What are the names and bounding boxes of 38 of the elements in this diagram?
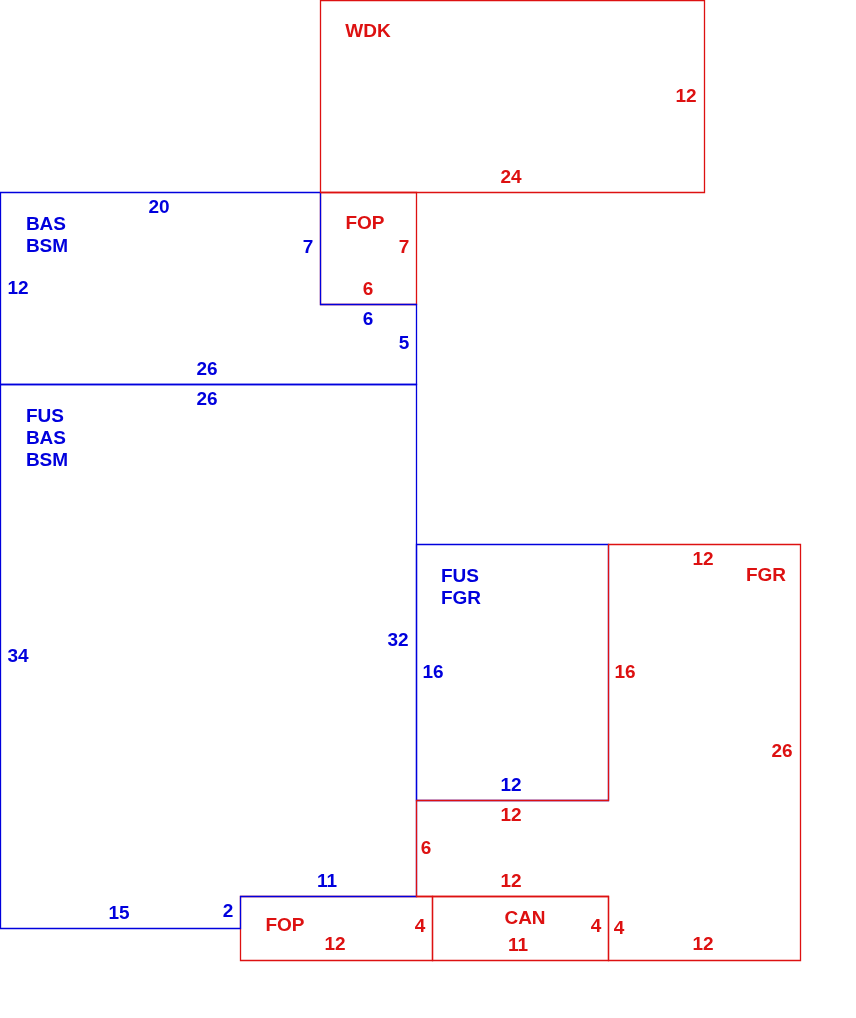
dimension-label: 12 bbox=[692, 933, 714, 955]
dimension-label: 15 bbox=[108, 902, 130, 924]
dimension-label: 4 bbox=[414, 915, 426, 937]
dimension-label: 20 bbox=[148, 196, 170, 218]
dimension-label: 12 bbox=[500, 774, 522, 796]
dimension-label: 7 bbox=[398, 236, 410, 258]
room-label: FUS FGR bbox=[440, 565, 482, 609]
dimension-label: 6 bbox=[420, 837, 432, 859]
dimension-label: 12 bbox=[7, 277, 29, 299]
room-label: FOP bbox=[345, 212, 385, 234]
dimension-label: 6 bbox=[362, 308, 374, 330]
dimension-label: 12 bbox=[675, 85, 697, 107]
dimension-label: 12 bbox=[500, 804, 522, 826]
room-label: WDK bbox=[345, 20, 391, 42]
dimension-label: 12 bbox=[500, 870, 522, 892]
dimension-label: 11 bbox=[316, 870, 338, 892]
dimension-label: 34 bbox=[7, 645, 29, 667]
dimension-label: 12 bbox=[324, 933, 346, 955]
dimension-label: 2 bbox=[222, 900, 234, 922]
room-label: FUS BAS BSM bbox=[25, 405, 69, 471]
dimension-label: 4 bbox=[590, 915, 602, 937]
dimension-label: 7 bbox=[302, 236, 314, 258]
dimension-label: 16 bbox=[614, 661, 636, 683]
room-label: FGR bbox=[745, 564, 787, 586]
dimension-label: 11 bbox=[507, 934, 529, 956]
dimension-label: 12 bbox=[692, 548, 714, 570]
dimension-label: 5 bbox=[398, 332, 410, 354]
dimension-label: 24 bbox=[500, 166, 522, 188]
dimension-label: 26 bbox=[196, 358, 218, 380]
room-label: FOP bbox=[265, 914, 305, 936]
dimension-label: 16 bbox=[422, 661, 444, 683]
dimension-label: 32 bbox=[387, 629, 409, 651]
room-label: BAS BSM bbox=[25, 213, 69, 257]
dimension-label: 26 bbox=[196, 388, 218, 410]
room-label: CAN bbox=[504, 907, 546, 929]
dimension-label: 4 bbox=[613, 917, 625, 939]
dimension-label: 26 bbox=[771, 740, 793, 762]
dimension-label: 6 bbox=[362, 278, 374, 300]
